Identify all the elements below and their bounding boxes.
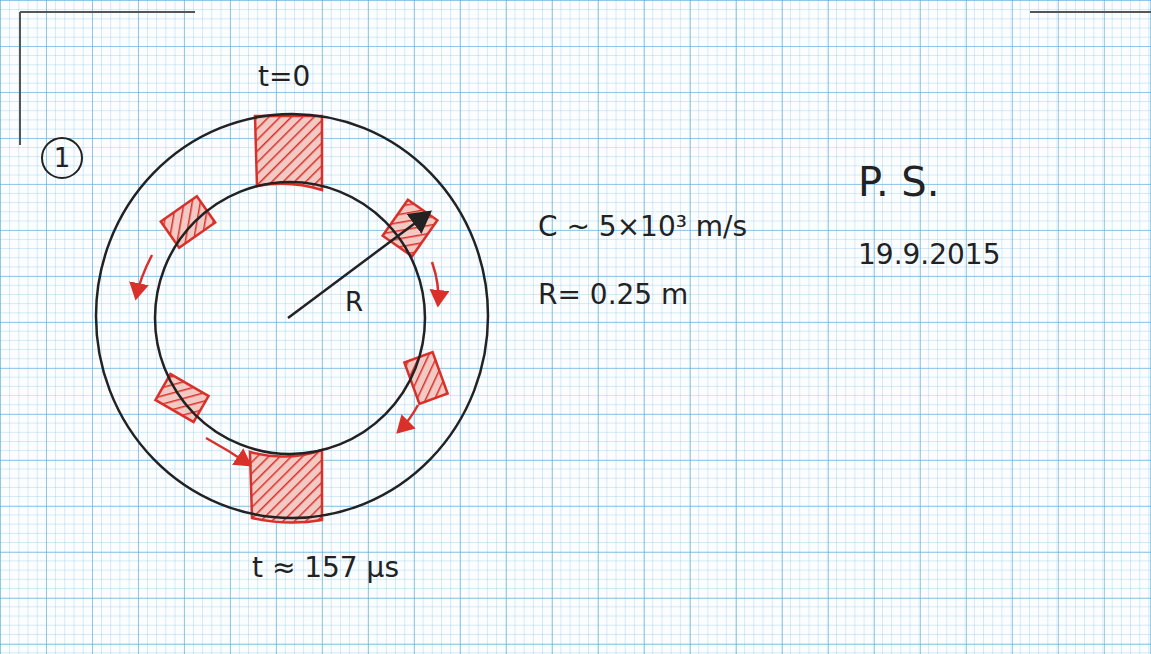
date: 19.9.2015 <box>858 240 1001 271</box>
time-label: t=0 <box>258 62 310 93</box>
frame-corner <box>20 12 1151 145</box>
speed-label: C ~ 5×10³ m/s <box>538 212 747 243</box>
callout-number: 1 <box>54 143 71 173</box>
red-blocks <box>155 116 447 523</box>
radius-value: R= 0.25 m <box>538 280 688 311</box>
motion-arrows <box>136 255 438 465</box>
callout-circle: 1 <box>40 136 84 180</box>
radius-label: R <box>345 288 363 317</box>
initials: P. S. <box>858 160 939 204</box>
time-label: t ≈ 157 μs <box>252 553 399 584</box>
radius-arrow <box>288 212 430 318</box>
annulus <box>96 114 488 518</box>
